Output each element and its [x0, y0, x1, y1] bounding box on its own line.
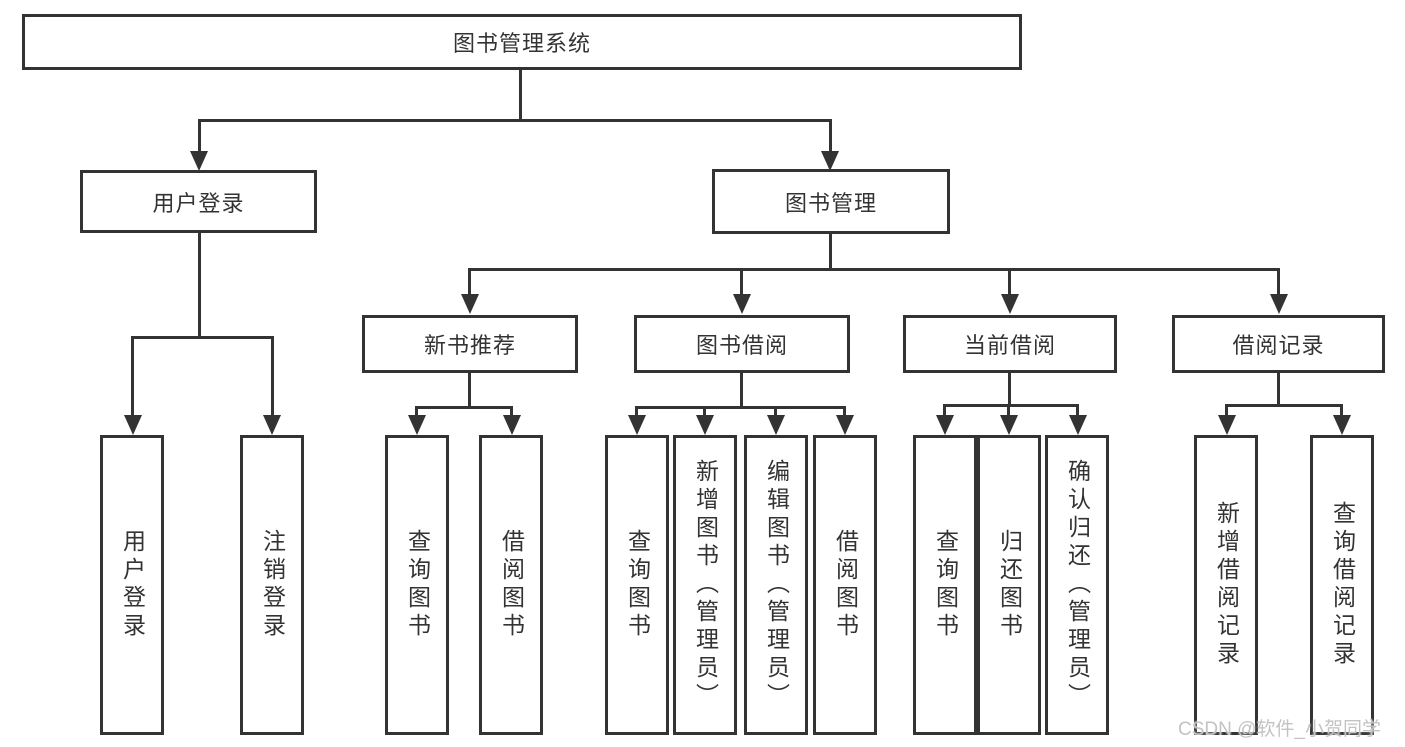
arrow-down-icon: [936, 415, 954, 435]
connector: [740, 268, 743, 295]
connector: [635, 406, 846, 409]
connector: [1008, 373, 1011, 406]
arrow-down-icon: [124, 415, 142, 435]
node-root: 图书管理系统: [22, 14, 1022, 70]
leaf-confirm-return-admin: 确认归还（管理员）: [1045, 435, 1109, 735]
node-user-login: 用户登录: [80, 170, 317, 233]
leaf-query-books-1: 查询图书: [385, 435, 449, 735]
connector: [740, 373, 743, 409]
leaf-add-books-admin: 新增图书（管理员）: [673, 435, 737, 735]
connector: [198, 233, 201, 338]
connector: [271, 336, 274, 416]
connector: [829, 234, 832, 271]
connector: [131, 336, 274, 339]
arrow-down-icon: [408, 415, 426, 435]
connector-root-stem: [519, 70, 522, 121]
node-book-management: 图书管理: [712, 169, 950, 234]
leaf-add-borrow-record: 新增借阅记录: [1194, 435, 1258, 735]
connector: [415, 406, 418, 417]
arrow-down-icon: [628, 415, 646, 435]
leaf-borrow-books-1: 借阅图书: [479, 435, 543, 735]
arrow-down-icon: [1270, 294, 1288, 314]
leaf-user-login: 用户登录: [100, 435, 164, 735]
arrow-down-icon: [461, 294, 479, 314]
connector: [468, 373, 471, 409]
connector: [1225, 404, 1228, 417]
arrow-down-icon: [1069, 415, 1087, 435]
connector-root-crossbar: [198, 119, 832, 122]
leaf-borrow-books-2: 借阅图书: [813, 435, 877, 735]
connector: [415, 406, 513, 409]
connector-book-mgmt-stem: [829, 119, 832, 152]
arrow-down-icon: [733, 294, 751, 314]
connector: [1277, 268, 1280, 295]
arrow-down-icon: [1333, 415, 1351, 435]
connector: [1007, 404, 1010, 417]
node-borrowing-records: 借阅记录: [1172, 315, 1385, 373]
node-current-borrowing: 当前借阅: [903, 315, 1117, 373]
arrow-down-icon: [1001, 294, 1019, 314]
connector: [468, 268, 471, 295]
connector: [774, 406, 777, 417]
arrow-down-icon: [821, 151, 839, 171]
arrow-down-icon: [836, 415, 854, 435]
connector: [943, 404, 1079, 407]
arrow-down-icon: [696, 415, 714, 435]
arrow-down-icon: [190, 151, 208, 171]
arrow-down-icon: [1218, 415, 1236, 435]
leaf-query-books-3: 查询图书: [913, 435, 977, 735]
connector: [131, 336, 134, 416]
leaf-query-books-2: 查询图书: [605, 435, 669, 735]
connector: [1277, 373, 1280, 406]
leaf-logout: 注销登录: [240, 435, 304, 735]
connector: [1076, 404, 1079, 417]
arrow-down-icon: [263, 415, 281, 435]
connector: [1008, 268, 1011, 295]
connector: [843, 406, 846, 417]
connector: [1225, 404, 1343, 407]
connector: [943, 404, 946, 417]
arrow-down-icon: [503, 415, 521, 435]
leaf-return-books: 归还图书: [977, 435, 1041, 735]
connector: [468, 268, 1280, 271]
connector: [703, 406, 706, 417]
connector: [1340, 404, 1343, 417]
connector: [510, 406, 513, 417]
connector: [635, 406, 638, 417]
node-book-borrowing: 图书借阅: [634, 315, 850, 373]
connector-user-login-stem: [198, 119, 201, 152]
arrow-down-icon: [767, 415, 785, 435]
watermark: CSDN @软件_小贺同学: [1178, 719, 1381, 740]
arrow-down-icon: [1000, 415, 1018, 435]
leaf-query-borrow-record: 查询借阅记录: [1310, 435, 1374, 735]
leaf-edit-books-admin: 编辑图书（管理员）: [744, 435, 808, 735]
node-new-book-recommendation: 新书推荐: [362, 315, 578, 373]
